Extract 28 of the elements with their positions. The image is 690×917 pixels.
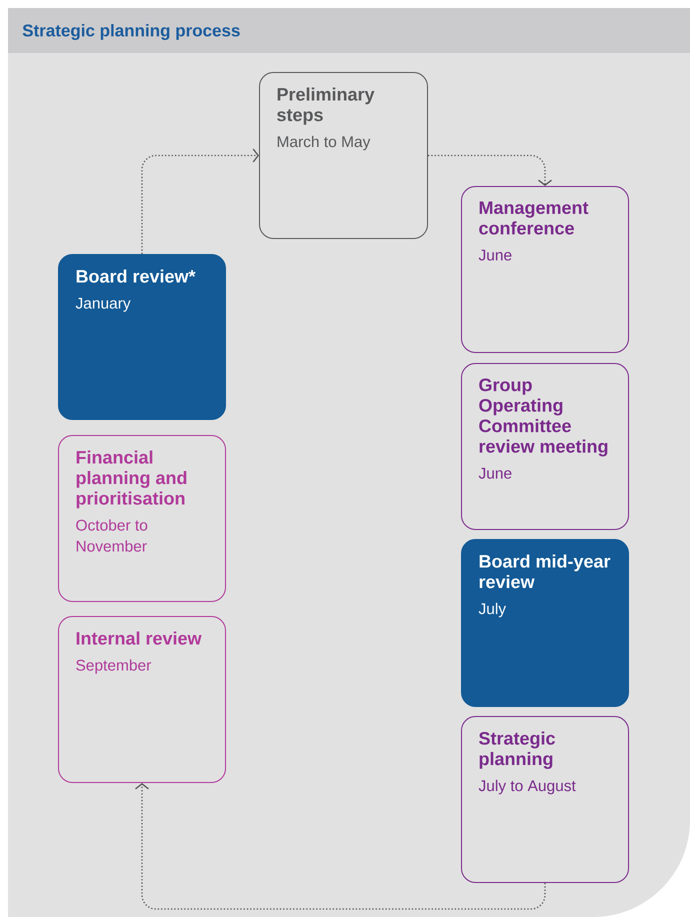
box-date: June xyxy=(478,250,512,261)
process-box xyxy=(461,186,629,353)
process-box xyxy=(58,435,226,602)
box-date: September xyxy=(76,659,152,674)
box-date: October to November xyxy=(76,519,148,552)
arrow xyxy=(141,148,259,254)
box-date: March to May xyxy=(278,136,370,150)
box-heading: Internal review xyxy=(76,632,202,645)
arrow xyxy=(135,783,546,910)
box-heading: Group Operating Committee review meeting xyxy=(479,378,608,456)
box-heading: Financial planning and prioritisation xyxy=(76,450,186,508)
box-heading: Management conference xyxy=(479,202,588,235)
highlighted-box xyxy=(461,539,629,707)
process-box xyxy=(461,363,629,530)
highlighted-box xyxy=(58,254,226,420)
box-heading: Board review* xyxy=(76,270,196,283)
box-date: July to August xyxy=(478,780,576,794)
process-box xyxy=(58,616,226,783)
process-box xyxy=(259,72,428,239)
box-heading: Preliminary steps xyxy=(277,88,374,125)
box-date: June xyxy=(478,468,512,479)
box-date: July xyxy=(478,602,506,618)
box-heading: Board mid-year review xyxy=(480,554,610,588)
box-heading: Strategic planning xyxy=(479,732,555,769)
title-bar: Strategic planning process xyxy=(8,8,690,53)
arrow xyxy=(428,154,552,186)
process-box xyxy=(461,716,629,883)
box-date: January xyxy=(76,298,131,312)
